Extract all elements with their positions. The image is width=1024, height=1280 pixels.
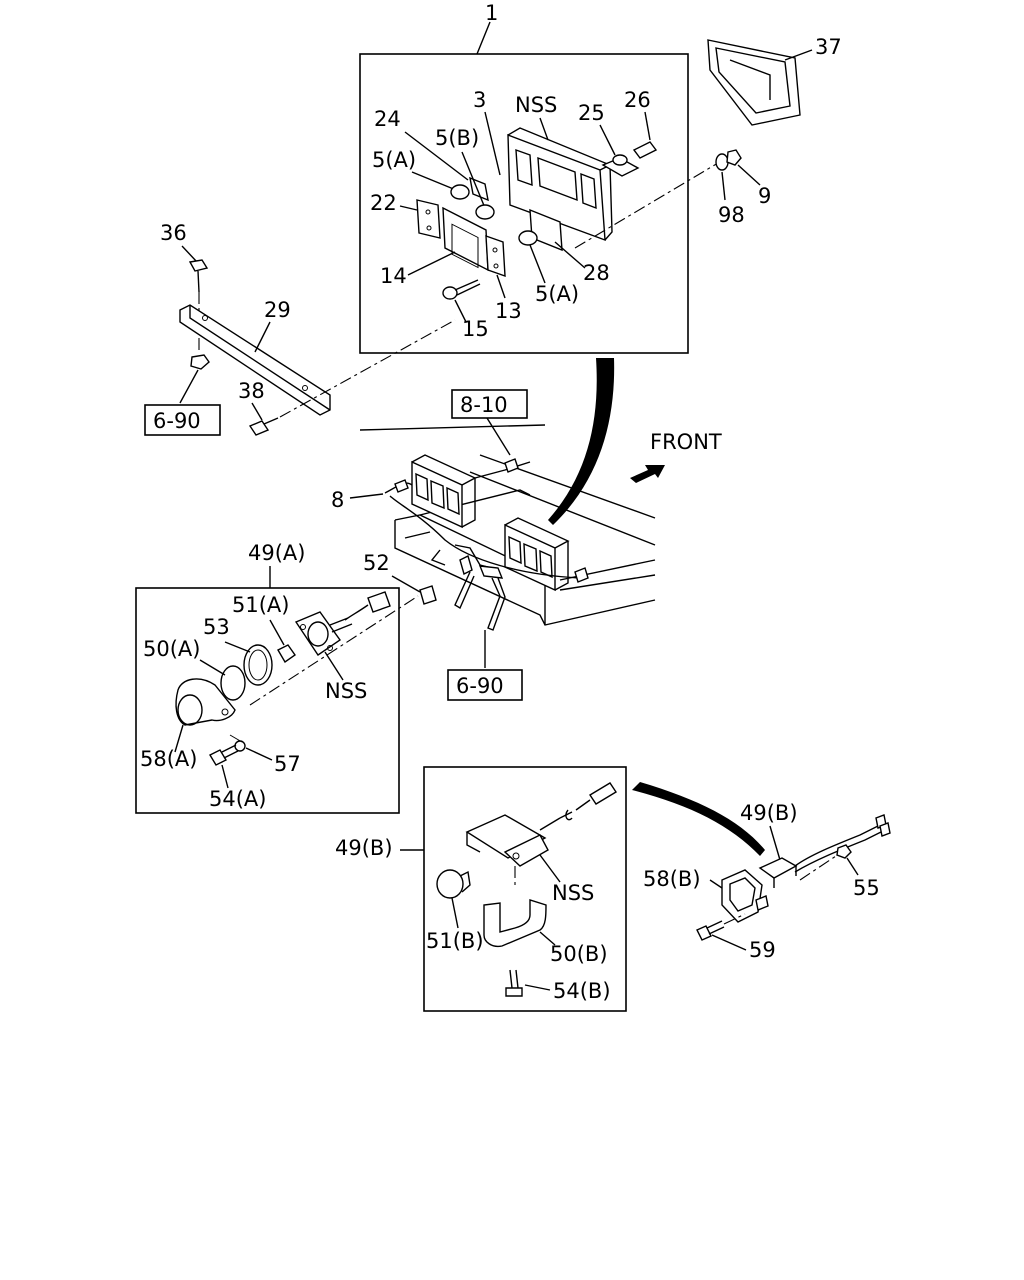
part-51b-bulb	[436, 869, 471, 899]
ref-6-90-left[interactable]: 6-90	[153, 409, 201, 433]
label-52: 52	[363, 551, 390, 575]
label-14: 14	[380, 264, 407, 288]
label-nss-mid: NSS	[325, 679, 367, 703]
inset-box-lamp-assembly	[359, 53, 689, 354]
part-36-bolt	[188, 259, 209, 293]
part-9-nut	[726, 149, 742, 166]
label-58b: 58(B)	[643, 867, 701, 891]
part-59-screw	[696, 920, 725, 941]
vehicle-frame	[359, 424, 656, 626]
label-9: 9	[758, 184, 771, 208]
ref-box-6-90-center	[447, 669, 523, 701]
part-98-washer	[715, 153, 729, 171]
part-38-bolt	[248, 417, 279, 436]
part-50a-lens	[220, 665, 246, 701]
label-36: 36	[160, 221, 187, 245]
curved-arrow-top	[548, 358, 615, 525]
front-arrow	[630, 465, 665, 483]
part-5a-bulb-top	[450, 184, 470, 200]
label-58a: 58(A)	[140, 747, 197, 771]
label-37: 37	[815, 35, 842, 59]
part-rear-lamp-right	[504, 517, 570, 592]
front-label: FRONT	[650, 430, 722, 454]
part-49b-assembly-right	[758, 814, 891, 888]
inset-box-49a	[135, 587, 400, 814]
part-57-washer	[234, 740, 246, 752]
part-25-socket	[601, 154, 640, 177]
part-50b-lens	[483, 899, 547, 948]
label-25: 25	[578, 101, 605, 125]
label-49b-box: 49(B)	[335, 836, 393, 860]
part-49b-lamp-holder	[465, 782, 617, 867]
part-53-gasket	[243, 644, 273, 686]
ref-6-90-center[interactable]: 6-90	[456, 674, 504, 698]
label-49a: 49(A)	[248, 541, 305, 565]
part-nss-socket-49a	[294, 591, 391, 656]
part-5b-bulb	[475, 204, 495, 220]
part-rear-lamp-left	[411, 454, 477, 529]
part-37-lens-cover	[707, 39, 801, 126]
part-58a-housing	[175, 678, 236, 726]
part-54b-screw	[505, 969, 523, 997]
part-52-connector	[419, 585, 437, 605]
label-8: 8	[331, 488, 344, 512]
label-50b: 50(B)	[550, 942, 608, 966]
label-50a: 50(A)	[143, 637, 200, 661]
label-22: 22	[370, 191, 397, 215]
label-1: 1	[485, 1, 498, 25]
label-24: 24	[374, 107, 401, 131]
label-51b: 51(B)	[426, 929, 484, 953]
label-54a: 54(A)	[209, 787, 266, 811]
part-55-nut	[836, 844, 852, 859]
label-15: 15	[462, 317, 489, 341]
part-58b-housing	[721, 869, 769, 923]
label-98: 98	[718, 203, 745, 227]
label-53: 53	[203, 615, 230, 639]
label-59: 59	[749, 938, 776, 962]
label-5a-bottom: 5(A)	[535, 282, 579, 306]
label-nss-low: NSS	[552, 881, 594, 905]
label-55: 55	[853, 876, 880, 900]
label-5a-top: 5(A)	[372, 148, 416, 172]
label-13: 13	[495, 299, 522, 323]
label-49b-right: 49(B)	[740, 801, 798, 825]
label-nss-top: NSS	[515, 93, 557, 117]
label-54b: 54(B)	[553, 979, 611, 1003]
inset-box-49b	[423, 766, 627, 1012]
part-nut-under-bracket	[190, 354, 210, 370]
part-24-gasket	[469, 176, 489, 202]
ref-box-6-90-left	[144, 404, 221, 436]
curved-arrow-bottom	[632, 782, 765, 856]
part-13-reflector	[485, 234, 506, 278]
part-license-lamp-bracket	[430, 544, 506, 631]
part-22-reflector	[416, 199, 441, 239]
label-5b: 5(B)	[435, 126, 479, 150]
part-15-screw	[442, 279, 481, 300]
label-57: 57	[274, 752, 301, 776]
part-29-bracket	[179, 304, 331, 416]
part-28-gasket	[529, 208, 563, 252]
label-3: 3	[473, 88, 486, 112]
part-5a-bulb-bottom	[518, 230, 538, 246]
part-26-screw	[632, 141, 658, 159]
label-38: 38	[238, 379, 265, 403]
part-lamp-housing	[507, 127, 613, 242]
ref-8-10[interactable]: 8-10	[460, 393, 508, 417]
label-26: 26	[624, 88, 651, 112]
part-54a-screw	[209, 744, 239, 766]
ref-box-8-10	[451, 389, 528, 419]
label-51a: 51(A)	[232, 593, 289, 617]
label-28: 28	[583, 261, 610, 285]
part-51a-bulb	[277, 644, 296, 664]
label-29: 29	[264, 298, 291, 322]
